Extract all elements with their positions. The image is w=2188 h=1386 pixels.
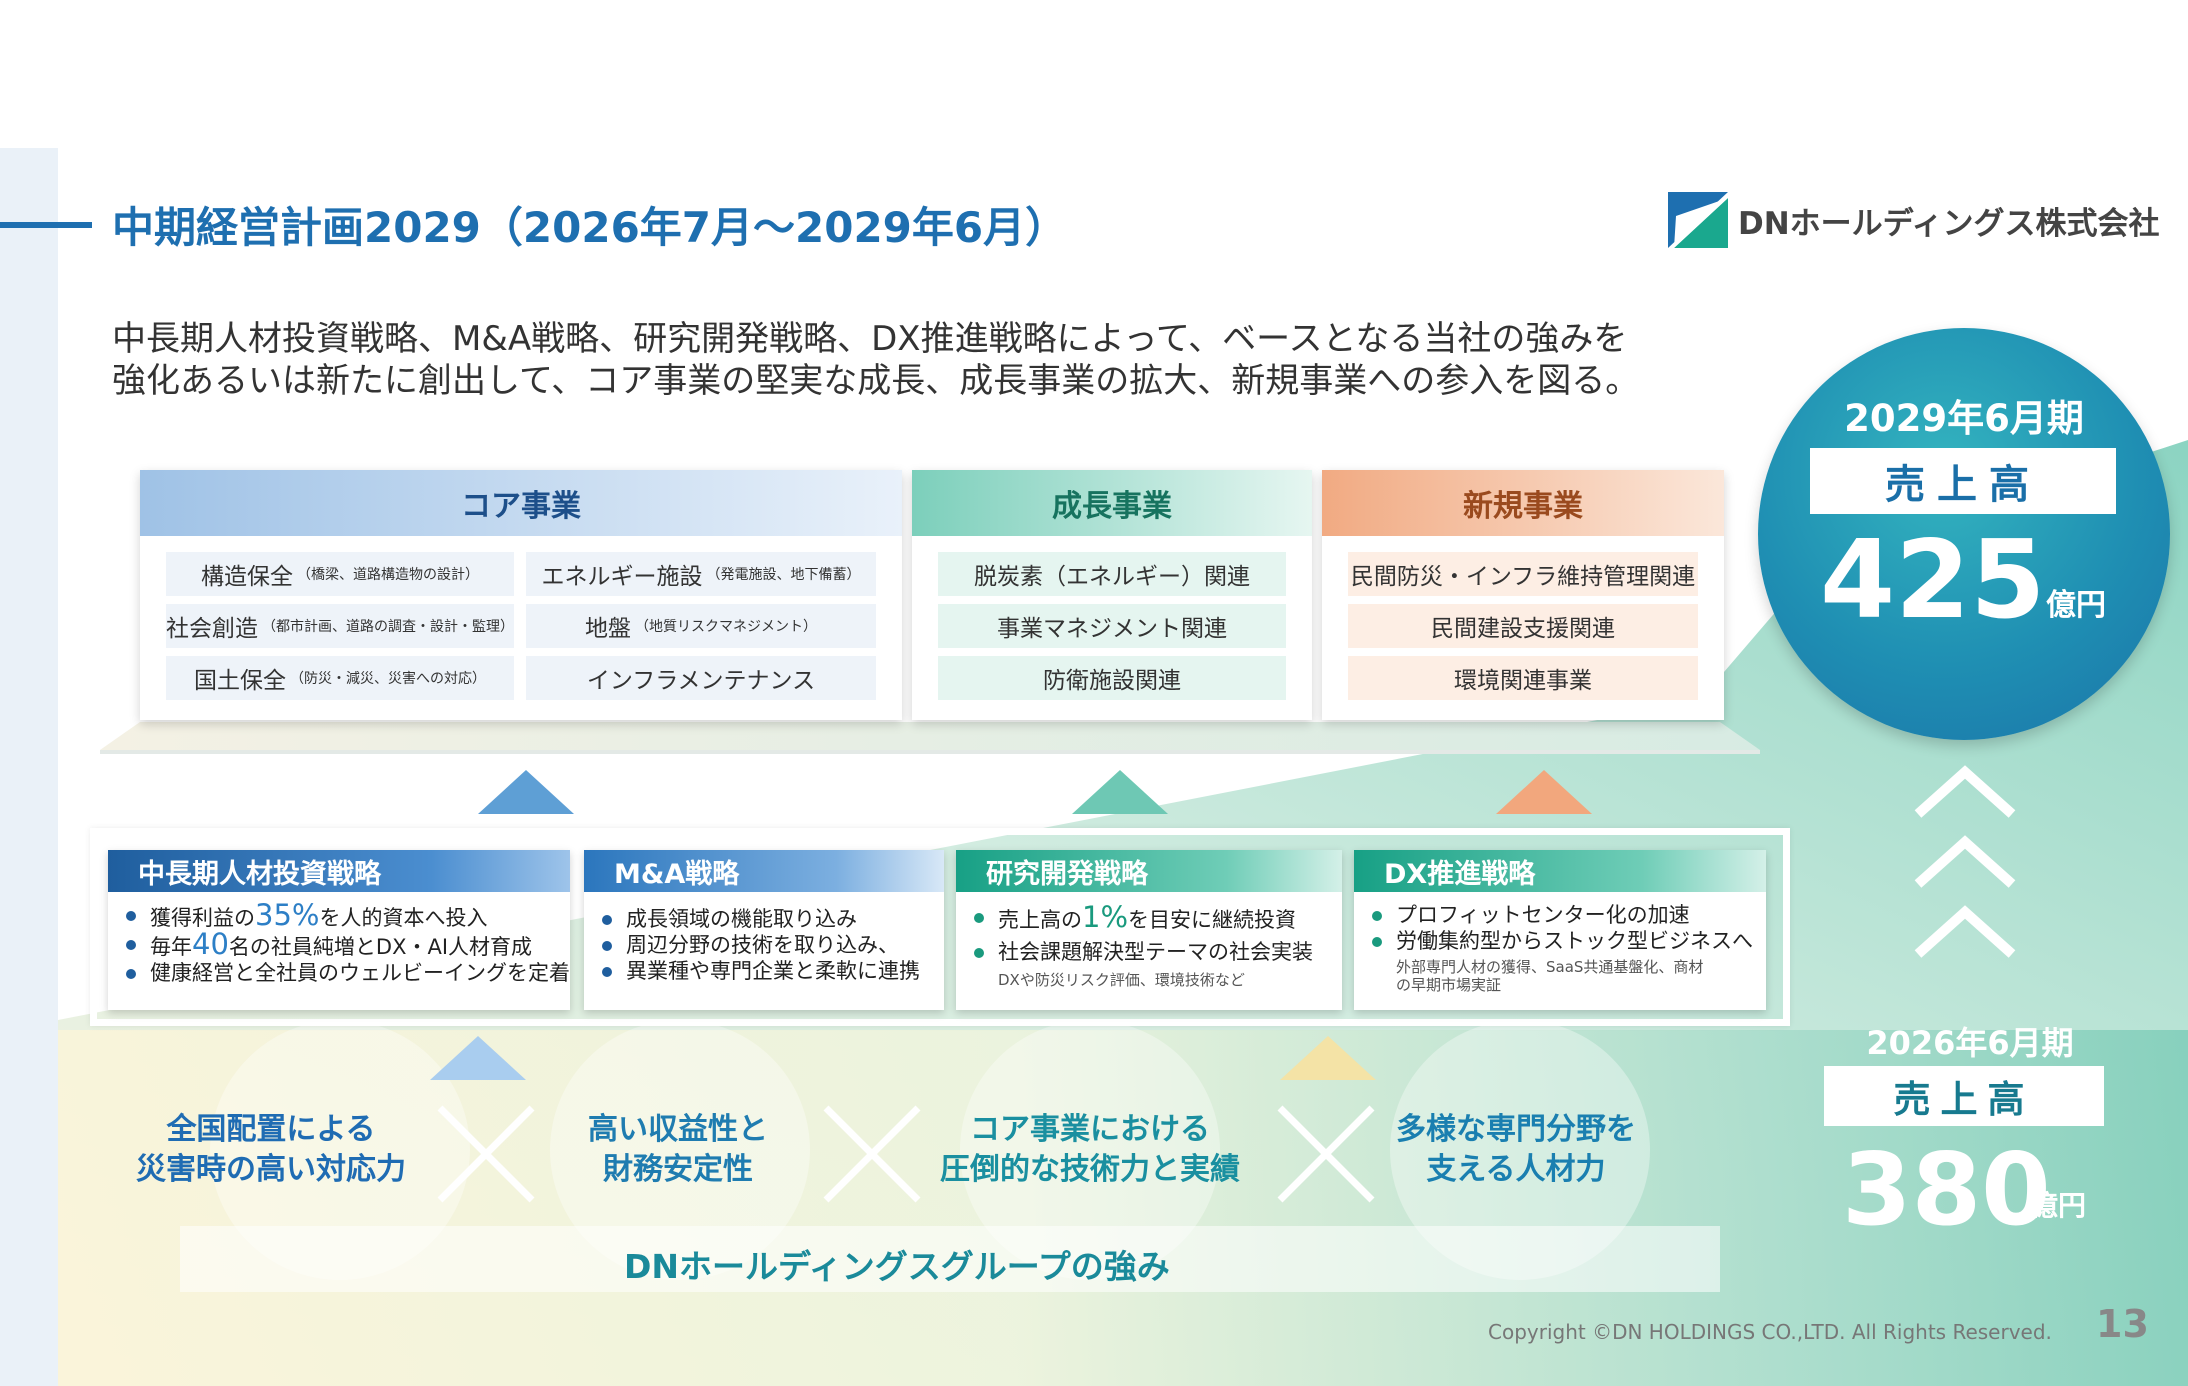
page-title: 中期経営計画2029（2026年7月～2029年6月） bbox=[112, 203, 1068, 252]
target-period: 2029年6月期 bbox=[1844, 397, 2084, 440]
core-item-sub: （都市計画、道路の調査・設計・監理） bbox=[262, 619, 514, 635]
lead-text: 中長期人材投資戦略、M&A戦略、研究開発戦略、DX推進戦略によって、ベースとなる… bbox=[112, 318, 1639, 402]
up-arrow-strength-left-icon bbox=[430, 1036, 526, 1080]
strategy-frame bbox=[90, 828, 1790, 1026]
core-item: 社会創造（都市計画、道路の調査・設計・監理） bbox=[166, 604, 514, 648]
up-arrow-core-icon bbox=[478, 770, 574, 814]
growth-business-title: 成長事業 bbox=[912, 470, 1312, 536]
lead-line-2: 強化あるいは新たに創出して、コア事業の堅実な成長、成長事業の拡大、新規事業への参… bbox=[112, 361, 1640, 401]
target-sales-label: 売上高 bbox=[1810, 448, 2116, 514]
core-item-main: 国土保全 bbox=[194, 668, 286, 694]
core-item: インフラメンテナンス bbox=[526, 656, 876, 700]
strategy-title: DX推進戦略 bbox=[1354, 850, 1766, 892]
company-logo: DNホールディングス株式会社 bbox=[1668, 192, 2160, 248]
core-item: 構造保全（橋梁、道路構造物の設計） bbox=[166, 552, 514, 596]
core-item: エネルギー施設（発電施設、地下備蓄） bbox=[526, 552, 876, 596]
strategy-title: 中長期人材投資戦略 bbox=[108, 850, 570, 892]
cross-icon bbox=[437, 1105, 535, 1203]
strength-line: 全国配置による bbox=[166, 1112, 376, 1147]
strategy-card-dx: DX推進戦略 プロフィットセンター化の加速 労働集約型からストック型ビジネスへ … bbox=[1354, 850, 1766, 1010]
growth-item: 脱炭素（エネルギー）関連 bbox=[938, 552, 1286, 596]
new-business-item: 民間建設支援関連 bbox=[1348, 604, 1698, 648]
dn-logo-icon bbox=[1668, 192, 1728, 248]
strategy-point: 社会課題解決型テーマの社会実装 bbox=[970, 939, 1342, 965]
up-arrow-growth-icon bbox=[1072, 770, 1168, 814]
strength-item: コア事業における 圧倒的な技術力と実績 bbox=[940, 1110, 1240, 1190]
left-decor-stripe bbox=[0, 148, 58, 1386]
strategy-point: 毎年40名の社員純増とDX・AI人材育成 bbox=[122, 930, 570, 960]
strength-line: 財務安定性 bbox=[603, 1152, 753, 1187]
strength-line: 災害時の高い対応力 bbox=[136, 1152, 406, 1187]
logo-company-name: DNホールディングス株式会社 bbox=[1738, 205, 2160, 242]
strategy-card-hr: 中長期人材投資戦略 獲得利益の35%を人的資本へ投入 毎年40名の社員純増とDX… bbox=[108, 850, 570, 1010]
lead-line-1: 中長期人材投資戦略、M&A戦略、研究開発戦略、DX推進戦略によって、ベースとなる… bbox=[112, 319, 1628, 359]
copyright: Copyright ©DN HOLDINGS CO.,LTD. All Righ… bbox=[1488, 1320, 2052, 1344]
new-business-panel: 新規事業 民間防災・インフラ維持管理関連 民間建設支援関連 環境関連事業 bbox=[1322, 470, 1724, 720]
strategy-point: 周辺分野の技術を取り込み、 bbox=[598, 932, 944, 958]
core-business-title: コア事業 bbox=[140, 470, 902, 536]
core-item-sub: （地質リスクマネジメント） bbox=[635, 619, 817, 635]
current-sales-unit: 億円 bbox=[2030, 1189, 2087, 1222]
strategy-point: 売上高の1%を目安に継続投資 bbox=[970, 903, 1342, 933]
strategy-point: 成長領域の機能取り込み bbox=[598, 906, 944, 932]
chevron-up-icon bbox=[1914, 765, 2016, 958]
core-item: 国土保全（防災・減災、災害への対応） bbox=[166, 656, 514, 700]
cross-icon bbox=[1277, 1105, 1375, 1203]
strategy-point: 労働集約型からストック型ビジネスへ bbox=[1368, 928, 1766, 954]
strategy-point: プロフィットセンター化の加速 bbox=[1368, 902, 1766, 928]
strength-line: 支える人材力 bbox=[1426, 1152, 1606, 1187]
title-accent-bar bbox=[0, 222, 92, 228]
core-item-main: エネルギー施設 bbox=[541, 564, 703, 590]
business-platform bbox=[100, 722, 1760, 754]
strategy-point: 健康経営と全社員のウェルビーイングを定着 bbox=[122, 960, 570, 986]
strategy-note: の早期市場実証 bbox=[1396, 976, 1502, 994]
up-arrow-new-icon bbox=[1496, 770, 1592, 814]
growth-item: 防衛施設関連 bbox=[938, 656, 1286, 700]
current-sales-value: 380 bbox=[1842, 1131, 2051, 1248]
new-business-item: 民間防災・インフラ維持管理関連 bbox=[1348, 552, 1698, 596]
target-sales-value: 425 bbox=[1820, 518, 2046, 643]
page-number: 13 bbox=[2096, 1302, 2149, 1346]
growth-item: 事業マネジメント関連 bbox=[938, 604, 1286, 648]
new-business-title: 新規事業 bbox=[1322, 470, 1724, 536]
target-sales-unit: 億円 bbox=[2046, 588, 2106, 623]
core-item-main: 構造保全 bbox=[201, 564, 293, 590]
strategy-note: 外部専門人材の獲得、SaaS共通基盤化、商材 bbox=[1396, 958, 1704, 976]
strategy-title: 研究開発戦略 bbox=[956, 850, 1342, 892]
up-arrow-strength-right-icon bbox=[1280, 1036, 1376, 1080]
core-item-sub: （発電施設、地下備蓄） bbox=[706, 567, 861, 583]
strategy-card-ma: M&A戦略 成長領域の機能取り込み 周辺分野の技術を取り込み、 異業種や専門企業… bbox=[584, 850, 944, 1010]
strength-line: 高い収益性と bbox=[588, 1112, 768, 1147]
strategy-card-rd: 研究開発戦略 売上高の1%を目安に継続投資 社会課題解決型テーマの社会実装 DX… bbox=[956, 850, 1342, 1010]
core-item-sub: （橋梁、道路構造物の設計） bbox=[297, 567, 479, 583]
group-strength-label: DNホールディングスグループの強み bbox=[624, 1247, 1170, 1286]
strength-item: 高い収益性と 財務安定性 bbox=[588, 1110, 768, 1190]
strategy-note: DXや防災リスク評価、環境技術など bbox=[998, 971, 1245, 989]
core-item: 地盤（地質リスクマネジメント） bbox=[526, 604, 876, 648]
core-item-main: 社会創造 bbox=[166, 616, 258, 642]
target-sales-circle: 2029年6月期 売上高 425 億円 bbox=[1758, 328, 2170, 740]
core-business-panel: コア事業 構造保全（橋梁、道路構造物の設計） エネルギー施設（発電施設、地下備蓄… bbox=[140, 470, 902, 720]
strategy-point-cont: 異業種や専門企業と柔軟に連携 bbox=[598, 958, 944, 984]
strategy-title: M&A戦略 bbox=[584, 850, 944, 892]
strength-line: 圧倒的な技術力と実績 bbox=[940, 1152, 1240, 1187]
core-item-main: 地盤 bbox=[585, 616, 631, 642]
growth-business-panel: 成長事業 脱炭素（エネルギー）関連 事業マネジメント関連 防衛施設関連 bbox=[912, 470, 1312, 720]
core-item-sub: （防災・減災、災害への対応） bbox=[290, 671, 486, 687]
cross-icon bbox=[823, 1105, 921, 1203]
core-item-main: インフラメンテナンス bbox=[586, 668, 816, 694]
strength-item: 多様な専門分野を 支える人材力 bbox=[1396, 1110, 1636, 1190]
current-period: 2026年6月期 bbox=[1866, 1024, 2074, 1062]
strength-line: コア事業における bbox=[970, 1112, 1210, 1147]
strength-line: 多様な専門分野を bbox=[1396, 1112, 1636, 1147]
new-business-item: 環境関連事業 bbox=[1348, 656, 1698, 700]
strength-item: 全国配置による 災害時の高い対応力 bbox=[136, 1110, 406, 1190]
current-sales-label: 売上高 bbox=[1824, 1066, 2104, 1126]
strategy-point: 獲得利益の35%を人的資本へ投入 bbox=[122, 901, 570, 931]
